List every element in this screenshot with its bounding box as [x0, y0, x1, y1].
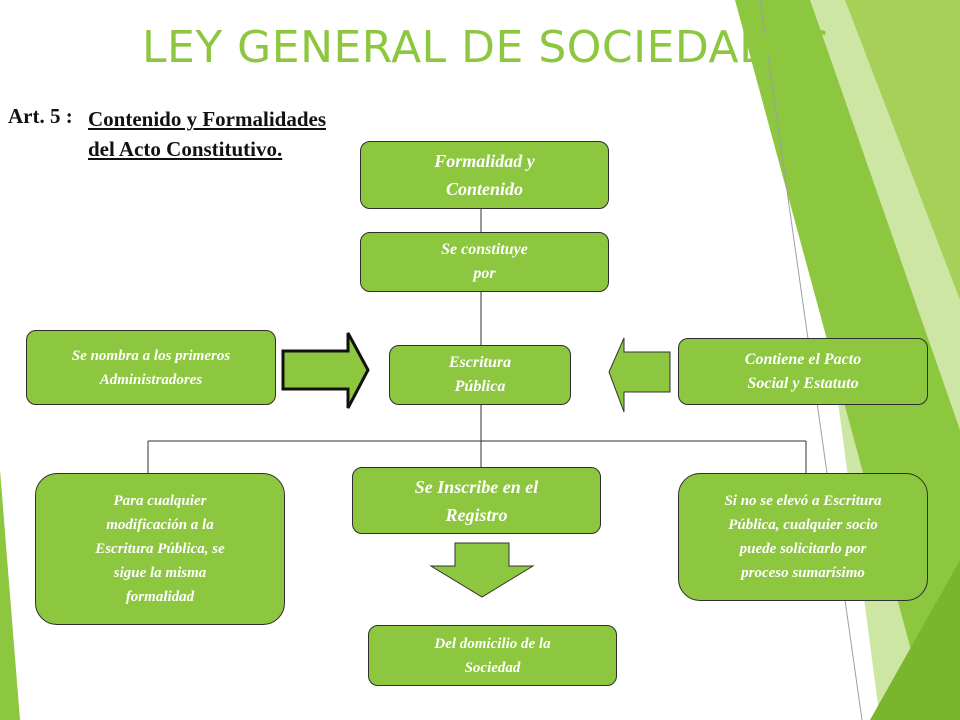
right-pointing-arrow-icon [281, 332, 370, 409]
article-heading-line: Contenido y Formalidades [88, 107, 327, 131]
article-heading-line: del Acto Constitutivo. [88, 137, 283, 161]
node-text: Sociedad [464, 659, 521, 676]
node-text: Para cualquier [113, 493, 207, 509]
node-se-constituye: Se constituye por [360, 232, 609, 292]
node-se-inscribe: Se Inscribe en el Registro [352, 467, 601, 534]
node-text: Escritura [448, 354, 512, 371]
node-text: Pública, cualquier socio [728, 517, 878, 533]
node-text: sigue la misma [113, 565, 207, 581]
node-text: puede solicitarlo por [739, 541, 867, 557]
page-title: LEY GENERAL DE SOCIEDADES [142, 22, 831, 73]
node-sumarisimo: Si no se elevó a Escritura Pública, cual… [678, 473, 928, 601]
node-text: modificación a la [106, 517, 214, 533]
node-text: Contiene el Pacto [744, 350, 862, 368]
node-text: Se Inscribe en el [414, 476, 539, 497]
node-text: Escritura Pública, se [95, 541, 225, 557]
node-text: Social y Estatuto [747, 374, 859, 392]
deco-bottom-shape [870, 560, 960, 720]
node-text: Si no se elevó a Escritura [724, 493, 882, 509]
node-formalidad: Formalidad y Contenido [360, 141, 609, 209]
node-text: Del domicilio de la [434, 635, 551, 652]
node-domicilio: Del domicilio de la Sociedad [368, 625, 617, 686]
article-label: Art. 5 : [8, 104, 73, 128]
node-text: Contenido [445, 179, 523, 199]
node-text: por [473, 265, 496, 282]
node-text: proceso sumarísimo [741, 565, 865, 581]
node-text: Se constituye [441, 241, 528, 258]
article-heading: Contenido y Formalidades del Acto Consti… [88, 104, 326, 164]
deco-left-shape [0, 470, 20, 720]
node-modificacion: Para cualquier modificación a la Escritu… [35, 473, 285, 625]
left-pointing-arrow-icon [608, 337, 671, 413]
node-text: Administradores [99, 371, 203, 388]
node-text: Registro [445, 504, 508, 525]
node-text: Formalidad y [434, 151, 535, 171]
deco-mid-shape [845, 0, 960, 300]
node-text: Se nombra a los primeros [71, 347, 231, 364]
node-text: Pública [454, 378, 506, 395]
down-pointing-arrow-icon [429, 542, 535, 598]
node-text: formalidad [125, 589, 195, 605]
